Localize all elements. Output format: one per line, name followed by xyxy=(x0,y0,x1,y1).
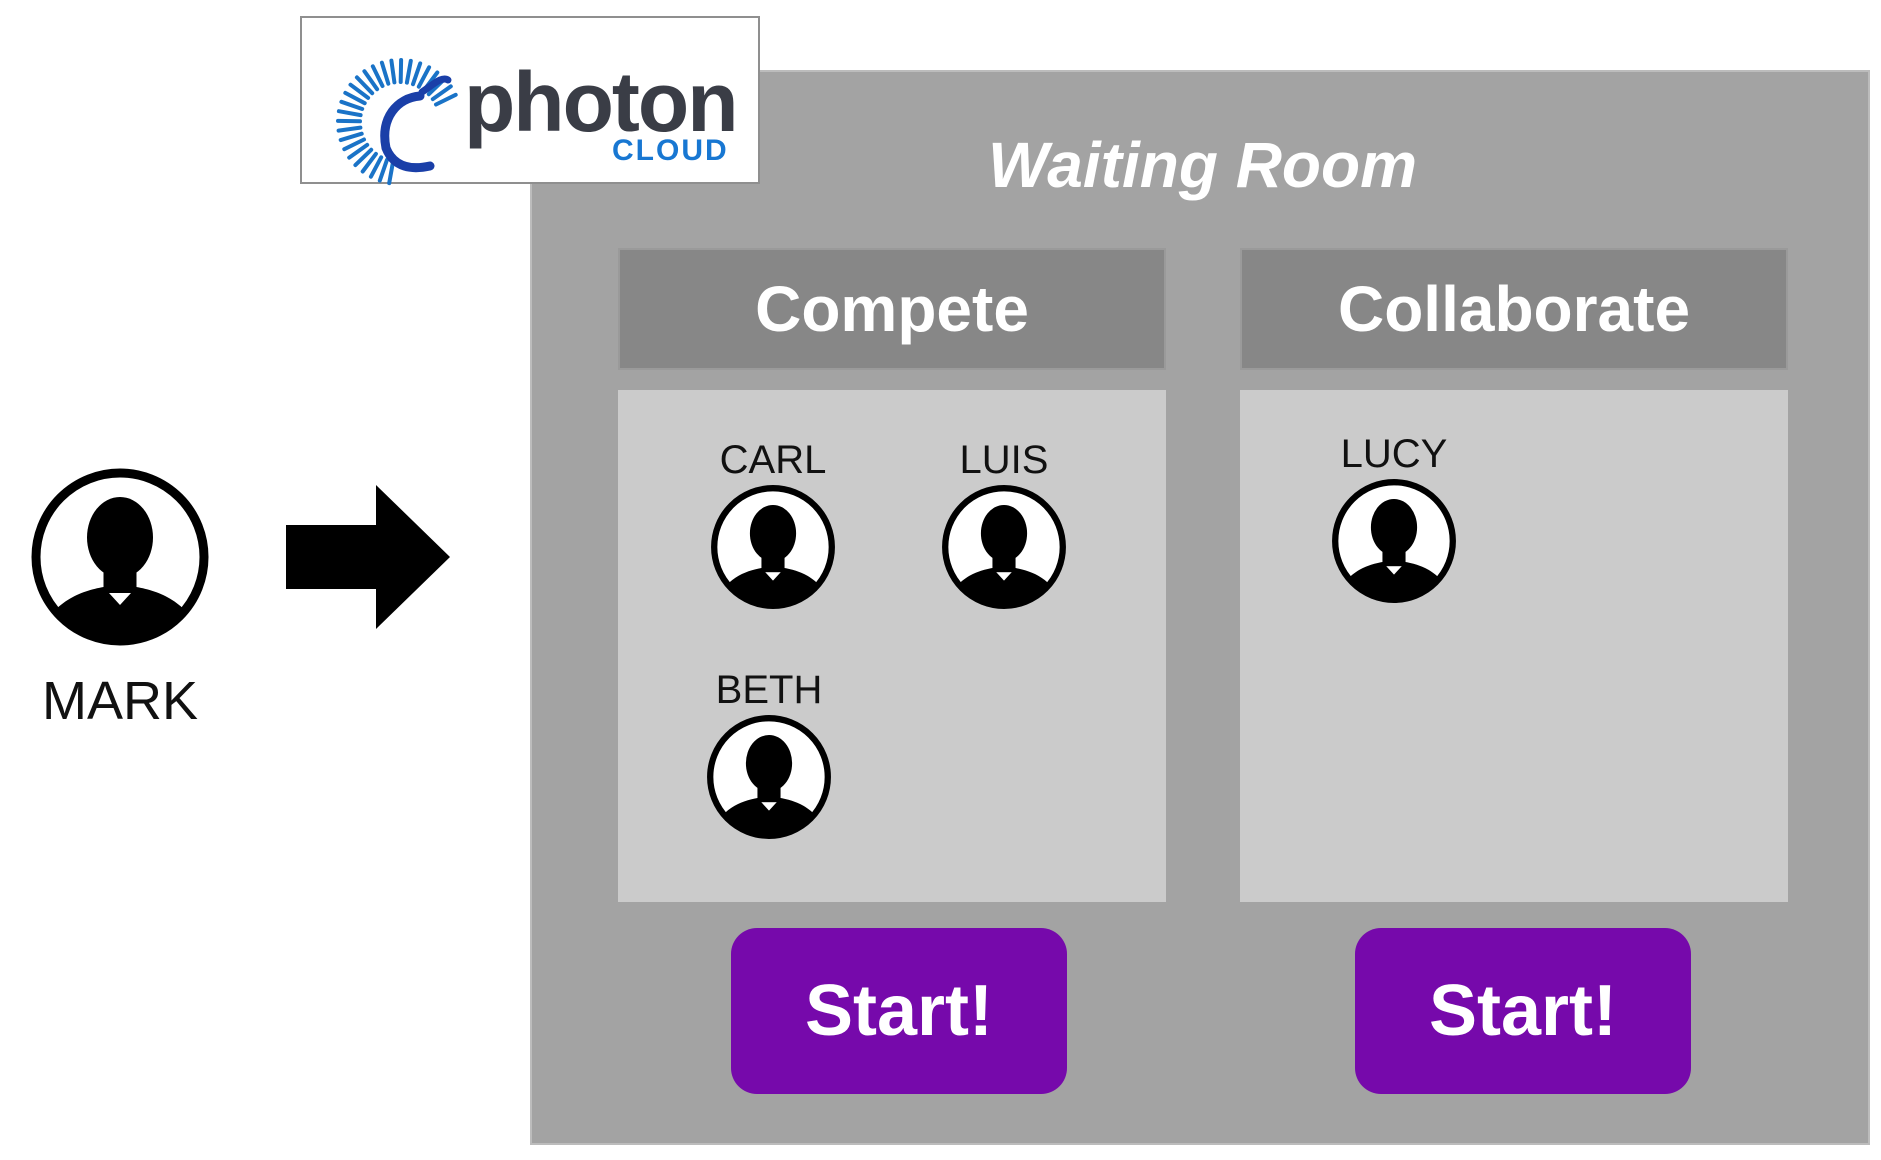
mode-label-collaborate: Collaborate xyxy=(1337,273,1691,345)
mode-header-collaborate: Collaborate xyxy=(1240,248,1788,370)
start-compete-button[interactable]: Start! xyxy=(731,928,1067,1094)
mode-panel-collaborate xyxy=(1240,390,1788,902)
player-name: BETH xyxy=(715,668,823,712)
player-beth: BETH xyxy=(689,670,849,840)
arrow-right-icon xyxy=(286,485,450,629)
mode-label-compete: Compete xyxy=(755,273,1029,345)
photon-cloud-logo: photon CLOUD xyxy=(300,16,760,186)
photon-swirl-icon xyxy=(336,58,458,186)
person-silhouette-icon xyxy=(1331,478,1457,604)
player-luis: LUIS xyxy=(924,440,1084,610)
player-lucy: LUCY xyxy=(1314,434,1474,604)
start-collaborate-button[interactable]: Start! xyxy=(1355,928,1691,1094)
player-name: LUCY xyxy=(1340,432,1448,476)
logo-subword: CLOUD xyxy=(612,134,729,167)
player-name: LUIS xyxy=(959,438,1049,482)
logo-wordmark: photon xyxy=(464,55,739,149)
person-silhouette-icon xyxy=(706,714,832,840)
mode-header-compete: Compete xyxy=(618,248,1166,370)
mode-panel-compete xyxy=(618,390,1166,902)
waiting-room-title: Waiting Room xyxy=(988,129,1417,201)
person-silhouette-icon xyxy=(710,484,836,610)
person-silhouette-icon xyxy=(941,484,1067,610)
incoming-player-name: MARK xyxy=(41,671,198,731)
person-silhouette-icon xyxy=(30,467,210,647)
player-carl: CARL xyxy=(693,440,853,610)
player-name: CARL xyxy=(719,438,827,482)
